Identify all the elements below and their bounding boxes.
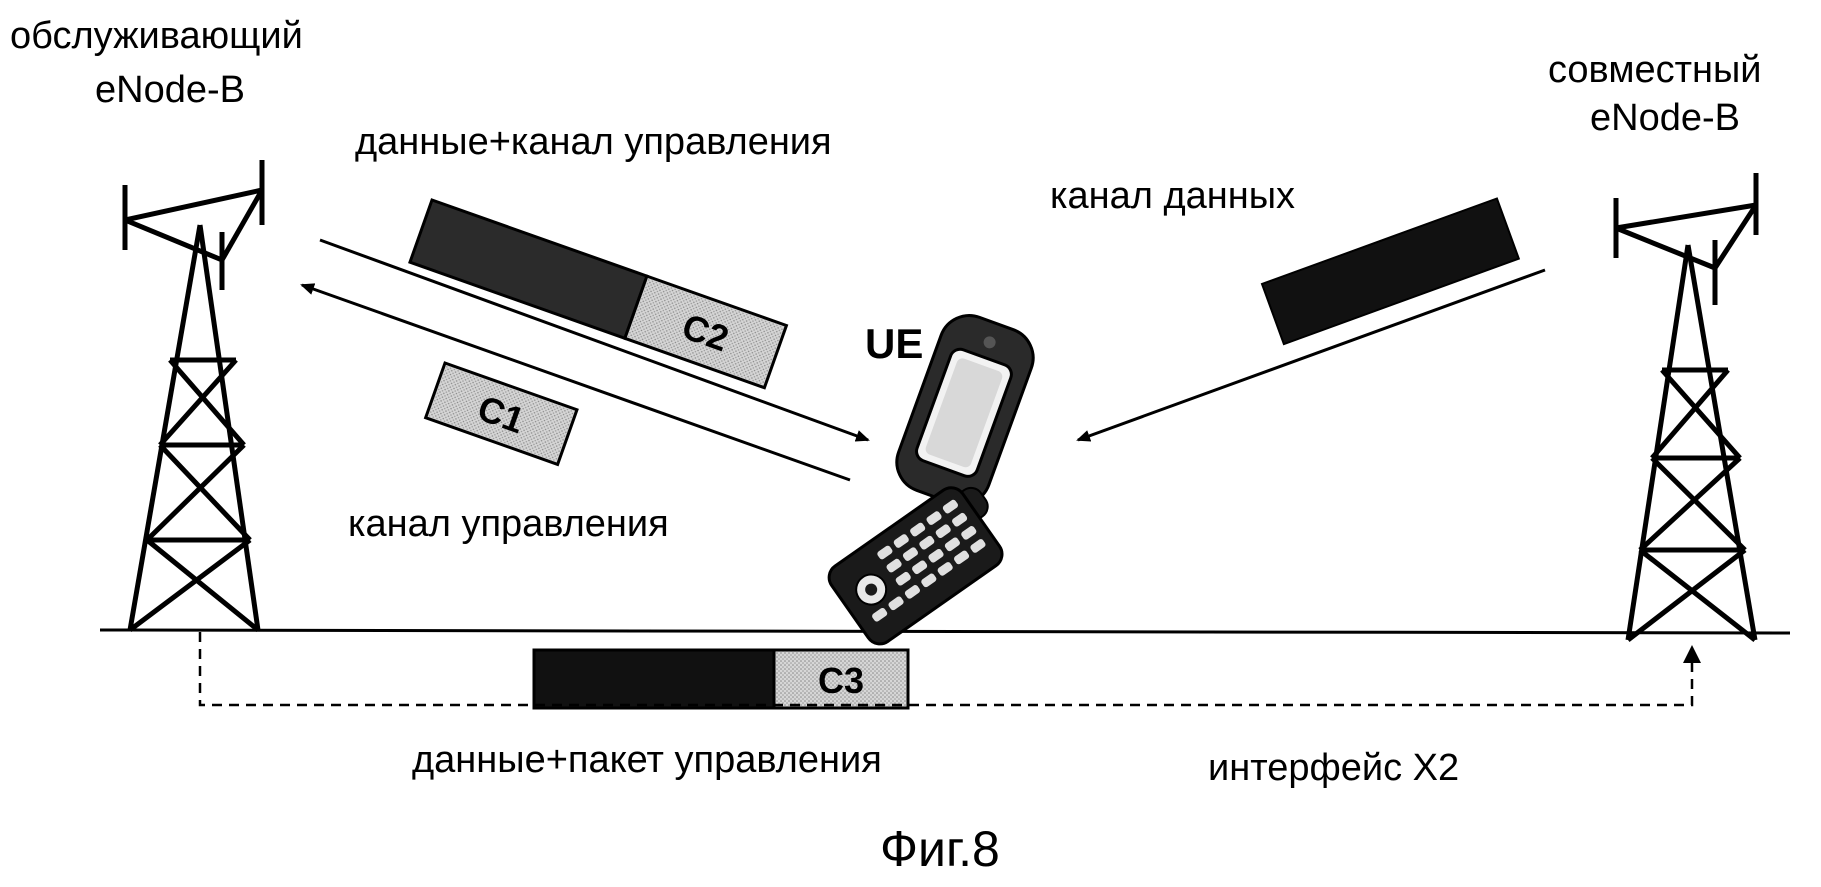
control-uplink-arrow (300, 283, 851, 482)
coop-enb-label-line1: совместный (1548, 49, 1762, 91)
data-channel-label: канал данных (1050, 175, 1296, 217)
c1-packet: C1 (423, 361, 579, 467)
data-control-packet-label: данные+пакет управления (412, 739, 882, 781)
data-control-channel-label: данные+канал управления (355, 121, 832, 163)
downlink-arrow (319, 238, 870, 442)
x2-interface-label: интерфейс X2 (1208, 747, 1460, 789)
serving-enb-label-line2: eNode-B (95, 69, 245, 111)
serving-enb-tower (122, 160, 265, 632)
coop-enb-label-line2: eNode-B (1590, 97, 1740, 139)
serving-enb-label-line1: обслуживающий (10, 15, 303, 57)
data-c2-packet: C2 (408, 198, 789, 390)
c3-tag: C3 (818, 660, 864, 701)
coop-data-arrow (1076, 268, 1546, 442)
data-c3-packet: C3 (532, 648, 910, 710)
coop-enb-tower (1613, 173, 1759, 642)
ue-handset (827, 314, 1035, 646)
ground-line (99, 628, 1791, 635)
coop-data-packet (1260, 197, 1521, 346)
ue-label: UE (865, 320, 924, 367)
control-channel-label: канал управления (348, 503, 669, 545)
figure-caption: Фиг.8 (880, 821, 1000, 877)
x2-dashed-link (198, 632, 1694, 707)
x2-arrowhead (1683, 645, 1701, 663)
